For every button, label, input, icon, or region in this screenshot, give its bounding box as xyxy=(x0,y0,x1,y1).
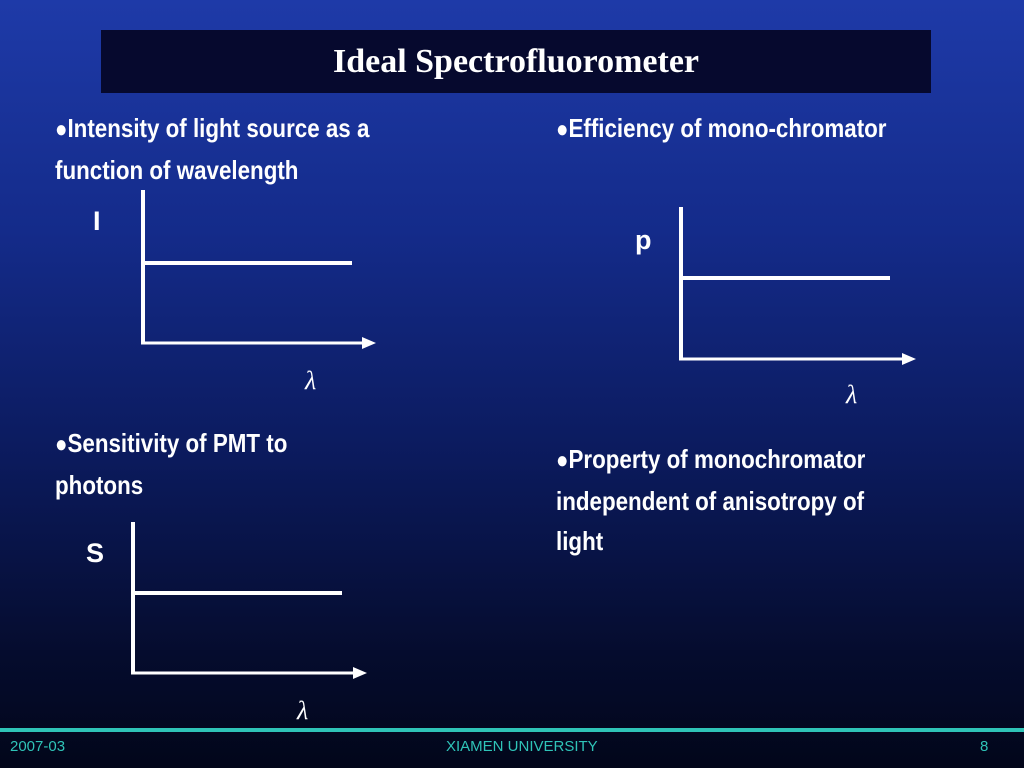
bullet-icon: ● xyxy=(556,447,569,474)
bullet-property-line2: independent of anisotropy of xyxy=(556,486,865,516)
bullet-sensitivity-line2: photons xyxy=(55,470,144,500)
graph-intensity xyxy=(141,190,376,349)
graph-intensity-y-label: I xyxy=(93,206,101,236)
graph-sensitivity-y-label: S xyxy=(86,538,105,568)
bullet-sensitivity: ●Sensitivity of PMT to photons xyxy=(55,423,287,505)
bullet-intensity-line2: function of wavelength xyxy=(55,155,299,185)
bullet-property: ●Property of monochromator independent o… xyxy=(556,439,865,561)
graph-efficiency xyxy=(679,207,916,365)
graph-intensity-x-label: λ xyxy=(305,366,317,395)
bullet-efficiency: ●Efficiency of mono-chromator xyxy=(556,108,887,150)
bullet-property-line1: Property of monochromator xyxy=(568,444,866,474)
footer-date: 2007-03 xyxy=(10,738,66,755)
bullet-sensitivity-line1: Sensitivity of PMT to xyxy=(67,428,288,458)
footer-divider xyxy=(0,728,1024,732)
bullet-property-line3: light xyxy=(556,526,604,556)
bullet-intensity: ●Intensity of light source as a function… xyxy=(55,108,369,190)
footer-page-number: 8 xyxy=(980,738,989,755)
slide-title: Ideal Spectrofluorometer xyxy=(332,42,700,80)
graph-sensitivity-x-label: λ xyxy=(297,696,309,725)
bullet-icon: ● xyxy=(556,116,569,143)
graph-efficiency-x-label: λ xyxy=(846,380,858,409)
graph-efficiency-y-label: p xyxy=(635,225,652,255)
bullet-intensity-line1: Intensity of light source as a xyxy=(67,113,370,143)
bullet-icon: ● xyxy=(55,116,68,143)
title-bar: Ideal Spectrofluorometer xyxy=(101,30,931,93)
bullet-icon: ● xyxy=(55,431,68,458)
graph-sensitivity xyxy=(131,522,367,679)
bullet-efficiency-line1: Efficiency of mono-chromator xyxy=(568,113,887,143)
graph-efficiency-x-arrow xyxy=(902,353,916,365)
graph-intensity-x-arrow xyxy=(362,337,376,349)
footer-institution: XIAMEN UNIVERSITY xyxy=(446,738,598,755)
graph-sensitivity-x-arrow xyxy=(353,667,367,679)
